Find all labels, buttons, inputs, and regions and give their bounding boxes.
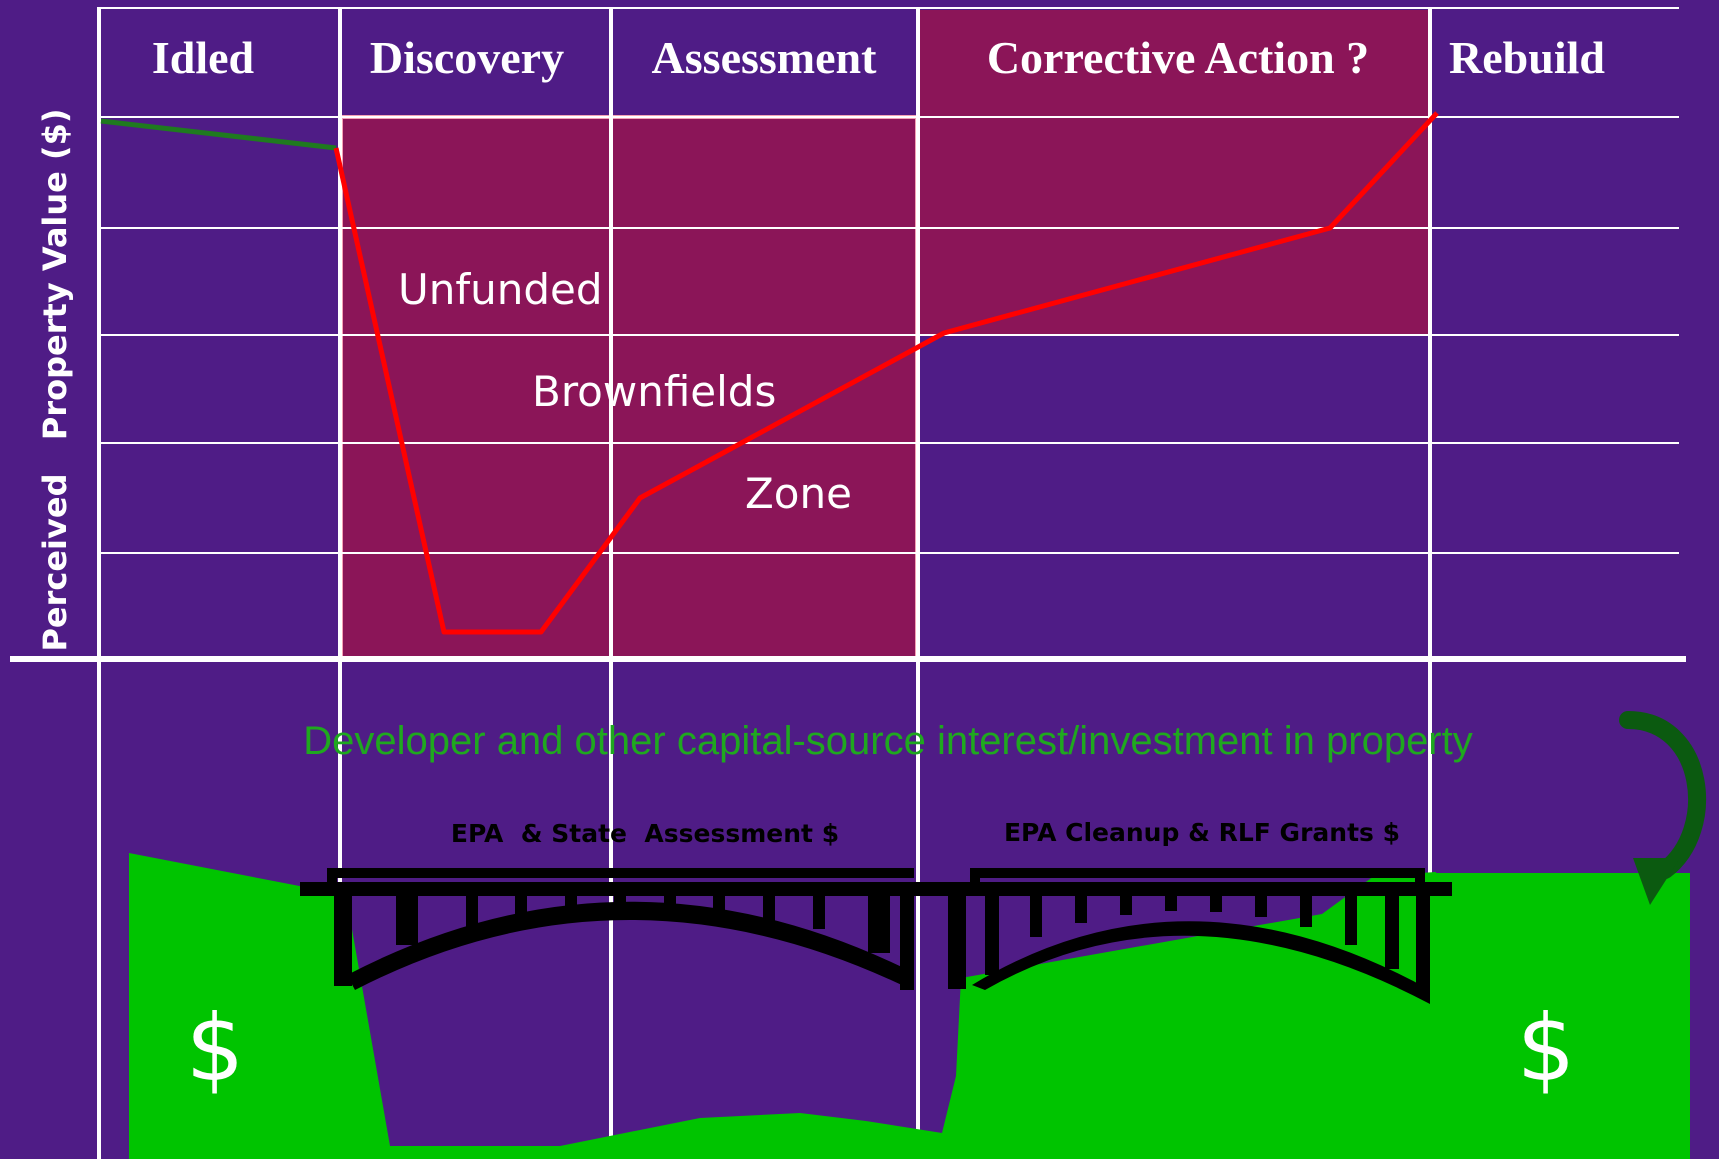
bridge-icon-right [918, 868, 1452, 1004]
capital-investment-area [129, 853, 1436, 1159]
phase-label-assessment: Assessment [652, 32, 878, 83]
zone-label-brownfields: Brownfields [532, 367, 776, 416]
capital-interest-label: Developer and other capital-source inter… [303, 719, 1473, 763]
value-line-idle [100, 118, 337, 151]
value-line [333, 111, 1439, 635]
funding-label-cleanup: EPA Cleanup & RLF Grants $ [1004, 818, 1400, 847]
phase-label-corrective-action: Corrective Action ? [987, 32, 1369, 83]
dollar-sign-idled: $ [186, 995, 245, 1102]
capital-investment-area-rebuild [1434, 873, 1690, 1159]
bridge-icon-left [300, 868, 918, 990]
zone-label-zone: Zone [745, 469, 852, 518]
dollar-sign-rebuild: $ [1517, 995, 1576, 1102]
y-axis-label: Perceived Property Value ($) [36, 108, 74, 651]
zone-label-unfunded: Unfunded [398, 265, 603, 314]
funding-label-assessment: EPA & State Assessment $ [451, 819, 839, 848]
phase-label-rebuild: Rebuild [1449, 32, 1605, 83]
grid [97, 7, 1679, 554]
phase-label-idled: Idled [152, 32, 255, 83]
phase-label-discovery: Discovery [370, 32, 564, 83]
curved-arrow-icon [1619, 711, 1706, 905]
